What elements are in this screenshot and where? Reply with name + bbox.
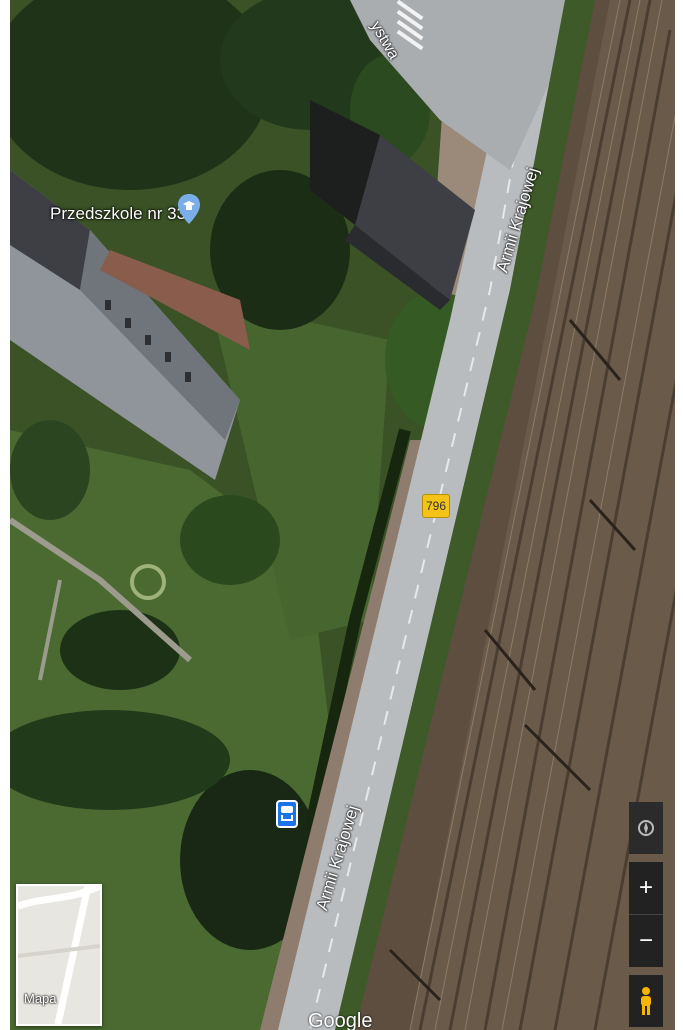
google-logo: Google	[308, 1010, 373, 1030]
satellite-map[interactable]: Przedszkole nr 33 Armii Krajowej Armii K…	[10, 0, 675, 1030]
map-type-toggle[interactable]: Mapa	[16, 884, 102, 1026]
bus-window	[281, 806, 293, 813]
rail-bed	[410, 0, 675, 1030]
rail-tracks	[418, 0, 675, 1030]
school-marker-icon[interactable]	[178, 194, 200, 224]
tree-canopy	[10, 710, 230, 810]
zoom-in-button[interactable]: +	[629, 862, 663, 915]
tree-canopy	[10, 0, 270, 190]
building-roof-shadow	[10, 170, 90, 290]
street-view-button[interactable]	[629, 975, 663, 1027]
road-marking	[309, 0, 543, 1030]
tree-canopy	[10, 420, 90, 520]
tree-canopy	[180, 495, 280, 585]
poi-label-kindergarten[interactable]: Przedszkole nr 33	[50, 204, 187, 223]
compass-icon	[638, 820, 654, 836]
main-road	[278, 0, 565, 1030]
bus-body	[281, 815, 293, 821]
house-roof-shadow	[345, 225, 450, 310]
zoom-out-button[interactable]: −	[629, 915, 663, 967]
roof-windows	[105, 300, 191, 382]
tree-canopy	[60, 610, 180, 690]
catenary-poles	[388, 319, 637, 1002]
lawn-area	[210, 300, 390, 640]
footpath	[38, 579, 62, 681]
flowerbed	[130, 564, 166, 600]
map-controls: + −	[629, 802, 663, 1027]
map-thumbnail	[18, 886, 100, 1024]
tree-canopy	[210, 170, 350, 330]
map-type-label: Mapa	[24, 991, 57, 1006]
compass-button[interactable]	[629, 802, 663, 854]
bus-stop-icon[interactable]	[276, 800, 298, 828]
crosswalk	[396, 0, 424, 51]
grass-strip	[335, 0, 595, 1030]
route-shield-796: 796	[422, 494, 450, 518]
footpath	[10, 517, 192, 663]
rail-sleepers	[409, 0, 675, 1030]
house-shadow	[310, 100, 380, 225]
house-roof	[355, 135, 475, 300]
road-junction	[350, 0, 565, 170]
pegman-icon	[641, 987, 651, 1015]
satellite-imagery	[10, 0, 675, 1030]
tree-row	[304, 428, 411, 832]
building-roof	[80, 230, 240, 440]
patio	[100, 250, 250, 350]
